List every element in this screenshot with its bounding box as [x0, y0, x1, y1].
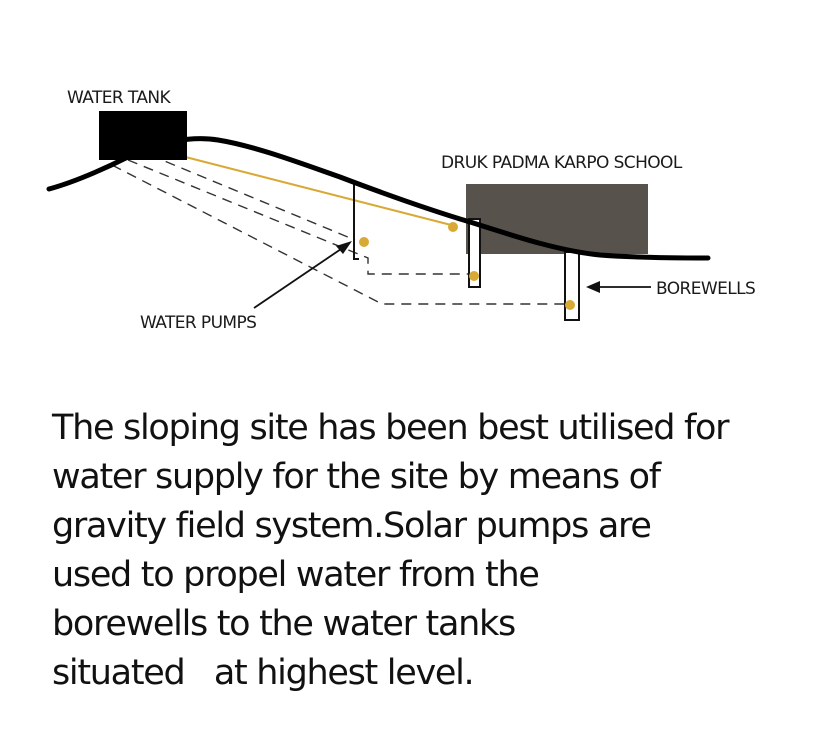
- caption-line: situated at highest level.: [52, 653, 475, 693]
- water-tank: [99, 111, 187, 160]
- water-pumps-label: WATER PUMPS: [140, 313, 256, 333]
- pump-dot-1: [359, 237, 369, 247]
- borewells-arrowhead-icon: [586, 281, 600, 293]
- pump-dot-2: [448, 222, 458, 232]
- caption-paragraph: The sloping site has been best utilised …: [52, 404, 812, 698]
- school-label: DRUK PADMA KARPO SCHOOL: [441, 153, 683, 173]
- dashed-pipe-3: [111, 164, 566, 305]
- solar-pipe-line: [161, 150, 456, 227]
- water-pumps-leader: [253, 246, 345, 309]
- school-building: [466, 184, 648, 254]
- borewell-2: [468, 218, 481, 288]
- caption-line: used to propel water from the: [52, 555, 540, 595]
- caption-line: gravity field system.Solar pumps are: [52, 506, 652, 546]
- water-pumps-arrowhead-icon: [336, 241, 352, 254]
- leader-arrows: [253, 241, 651, 309]
- water-tank-label: WATER TANK: [67, 88, 172, 108]
- water-pumps-group: [359, 222, 575, 310]
- borewell-1: [353, 183, 359, 260]
- borewells-label: BOREWELLS: [656, 279, 755, 299]
- borewell-3: [564, 251, 580, 321]
- pump-dot-4: [565, 300, 575, 310]
- dashed-pipe-2: [127, 159, 470, 275]
- site-section-diagram: WATER TANK DRUK PADMA KARPO SCHOOL BOREW…: [46, 88, 756, 333]
- dashed-pipe-1: [149, 154, 356, 241]
- terrain-line: [46, 136, 711, 261]
- caption-line: water supply for the site by means of: [52, 457, 661, 497]
- caption-line: borewells to the water tanks: [52, 604, 516, 644]
- caption-line: The sloping site has been best utilised …: [52, 408, 730, 448]
- underground-pipes: [111, 154, 566, 305]
- pump-dot-3: [469, 271, 479, 281]
